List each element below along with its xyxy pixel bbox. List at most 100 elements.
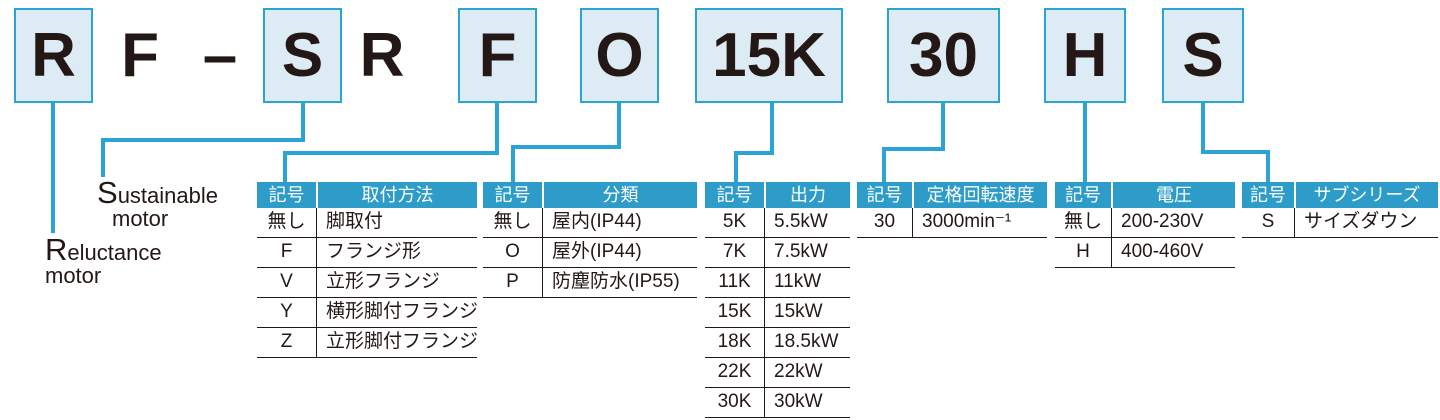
code-char: F — [478, 21, 517, 90]
table-row: 22K 22kW — [705, 358, 850, 388]
value-cell: 22kW — [774, 361, 823, 382]
symbol-cell: Z — [257, 328, 317, 357]
table-row: 5K 5.5kW — [705, 208, 850, 238]
table-row: S サイズダウン — [1242, 208, 1438, 238]
symbol-header: 記号 — [857, 182, 912, 208]
code-box-f: F — [458, 8, 537, 103]
value-cell: 11kW — [774, 271, 822, 292]
connector-classification — [511, 103, 621, 184]
table-classification: 記号 分類 無し屋内(IP44) O 屋外(IP44) P 防塵防水(IP55) — [483, 182, 697, 298]
table-row: Y 横形脚付フランジ — [257, 298, 479, 328]
value-cell: 5.5kW — [774, 211, 828, 232]
table-header: 記号 出力 — [705, 182, 850, 208]
code-char: – — [202, 21, 238, 90]
connector-subseries — [1201, 103, 1270, 184]
code-char: 15K — [712, 21, 826, 90]
symbol-cell: P — [483, 268, 543, 297]
value-cell: 立形フランジ — [326, 271, 441, 292]
code-char: O — [595, 21, 644, 90]
code-char-f: F — [108, 8, 172, 103]
value-cell: 18.5kW — [774, 331, 839, 352]
value-header: 分類 — [544, 182, 697, 208]
value-header: 取付方法 — [318, 182, 477, 208]
code-char-r: R — [350, 8, 414, 103]
value-cell: 3000min⁻¹ — [922, 211, 1012, 232]
symbol-header: 記号 — [483, 182, 542, 208]
symbol-cell: 22K — [705, 358, 765, 387]
code-char: H — [1062, 21, 1108, 90]
label-initial: R — [45, 232, 68, 267]
table-row: 無し脚取付 — [257, 208, 477, 238]
symbol-header: 記号 — [705, 182, 764, 208]
symbol-cell: O — [483, 238, 543, 267]
table-row: 11K 11kW — [705, 268, 850, 298]
table-header: 記号 電圧 — [1055, 182, 1235, 208]
label-line1: Sustainable — [97, 177, 218, 208]
table-header: 記号 定格回転速度 — [857, 182, 1047, 208]
value-header: 電圧 — [1113, 182, 1235, 208]
code-char: R — [359, 21, 405, 90]
value-cell: 防塵防水(IP55) — [552, 271, 680, 292]
value-cell: 30kW — [774, 391, 823, 412]
value-cell: 横形脚付フランジ — [326, 301, 479, 322]
symbol-cell: 15K — [705, 298, 765, 327]
symbol-cell: 11K — [705, 268, 765, 297]
value-cell: 屋内(IP44) — [552, 211, 642, 232]
symbol-cell: 18K — [705, 328, 765, 357]
table-row: F フランジ形 — [257, 238, 477, 268]
label-rest: ustainable — [117, 183, 218, 208]
value-cell: 15kW — [774, 301, 823, 322]
code-box-30: 30 — [887, 8, 1000, 103]
symbol-cell: 無し — [483, 208, 543, 237]
symbol-cell: F — [257, 238, 317, 267]
label-line1: Reluctance — [45, 234, 162, 265]
symbol-cell: 7K — [705, 238, 765, 267]
label-line2: motor — [45, 263, 102, 288]
code-char-dash: – — [188, 8, 252, 103]
table-row: O 屋外(IP44) — [483, 238, 697, 268]
code-box-o: O — [580, 8, 659, 103]
symbol-cell: 30K — [705, 388, 765, 417]
table-row: P 防塵防水(IP55) — [483, 268, 697, 298]
label-line2: motor — [112, 206, 169, 231]
symbol-cell: S — [1242, 208, 1295, 237]
value-cell: 屋外(IP44) — [552, 241, 642, 262]
label-initial: S — [97, 175, 118, 210]
code-char: S — [1182, 21, 1224, 90]
table-header: 記号 サブシリーズ — [1242, 182, 1438, 208]
value-cell: 立形脚付フランジ — [326, 331, 479, 352]
connector-sustainable — [101, 103, 305, 177]
symbol-cell: 30 — [857, 208, 913, 237]
connector-output — [734, 103, 774, 184]
label-rest: eluctance — [67, 240, 162, 265]
symbol-cell: 5K — [705, 208, 765, 237]
table-output: 記号 出力 5K 5.5kW 7K 7.5kW 11K 11kW 15K 15kW 18K 18.… — [705, 182, 850, 418]
table-row: 15K 15kW — [705, 298, 850, 328]
code-box-h: H — [1044, 8, 1126, 103]
code-box-r: R — [14, 8, 93, 103]
code-box-s: S — [263, 8, 342, 103]
symbol-cell: Y — [257, 298, 317, 327]
value-cell: フランジ形 — [326, 241, 422, 262]
value-cell: サイズダウン — [1304, 211, 1418, 232]
table-header: 記号 分類 — [483, 182, 697, 208]
value-cell: 7.5kW — [774, 241, 828, 262]
label-sustainable-motor: Sustainable motor — [97, 177, 218, 231]
connector-speed — [882, 103, 945, 184]
code-box-s2: S — [1162, 8, 1244, 103]
table-row: 18K 18.5kW — [705, 328, 850, 358]
symbol-header: 記号 — [1055, 182, 1111, 208]
value-header: 出力 — [766, 182, 850, 208]
code-char: 30 — [909, 21, 978, 90]
code-char: F — [121, 21, 159, 90]
code-box-15k: 15K — [695, 8, 843, 103]
value-cell: 200-230V — [1121, 211, 1204, 232]
table-rated-speed: 記号 定格回転速度 30 3000min⁻¹ — [857, 182, 1047, 238]
